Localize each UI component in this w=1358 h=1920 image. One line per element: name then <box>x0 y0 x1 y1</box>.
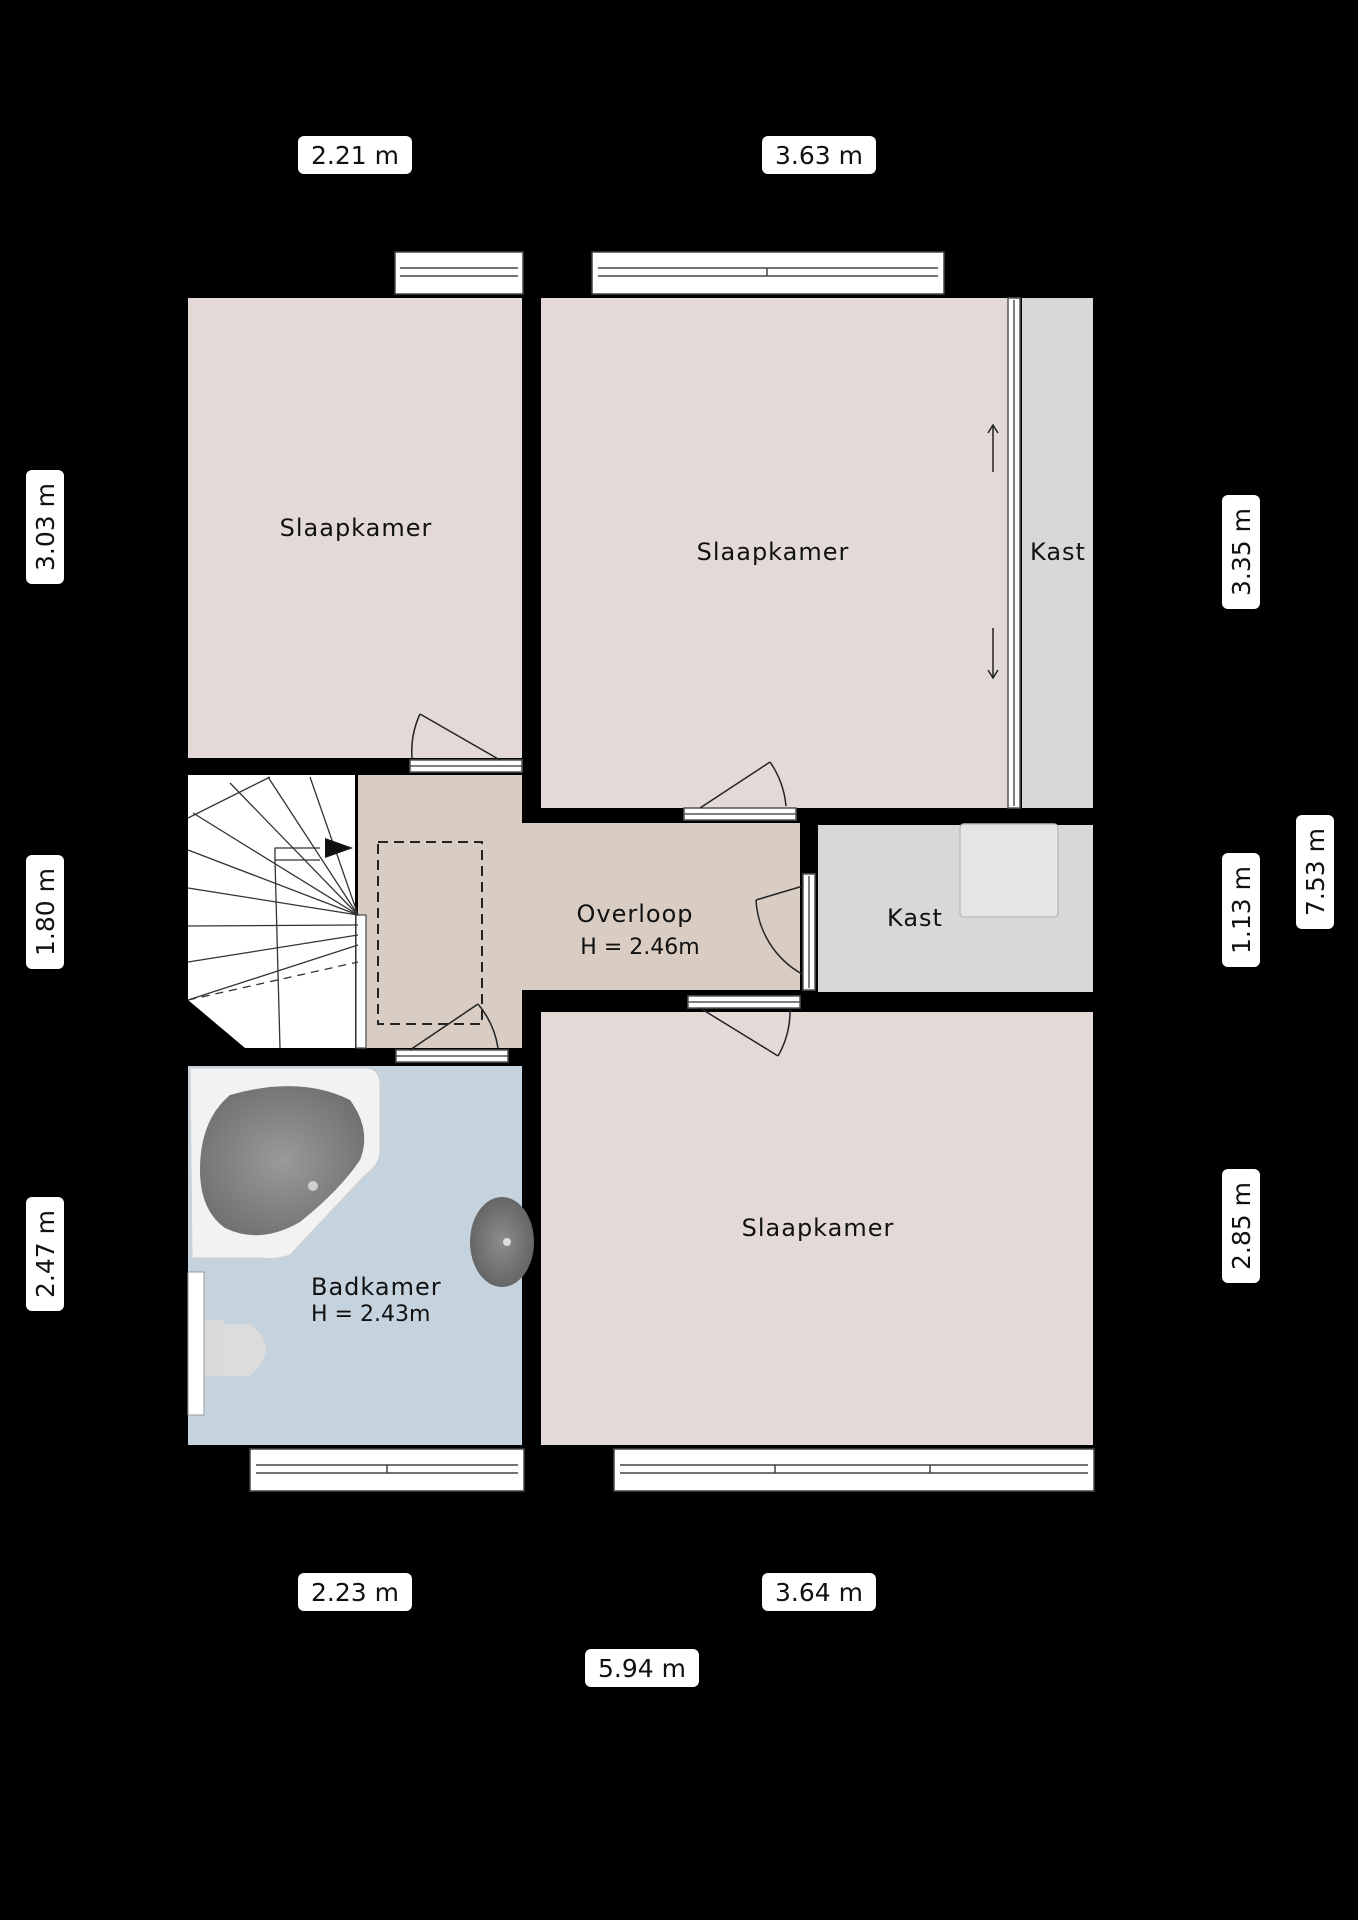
label-bathroom-height: H = 2.43m <box>311 1302 430 1327</box>
door-bathroom <box>395 1003 509 1063</box>
floor-bedroom-bottom-right <box>541 1012 1093 1445</box>
door-bedroom-top-left <box>409 713 523 773</box>
label-closet-middle: Kast <box>887 904 943 932</box>
windows <box>249 251 1095 1492</box>
svg-text:2.21 m: 2.21 m <box>311 141 399 170</box>
dimension-total-height: 7.53 m <box>1296 815 1334 929</box>
svg-text:3.63 m: 3.63 m <box>775 141 863 170</box>
window-bottom-left <box>249 1448 525 1492</box>
sliding-arrow-down-icon <box>987 628 999 680</box>
floor-bedroom-top-left <box>188 298 522 758</box>
label-closet-top-right: Kast <box>1030 538 1086 566</box>
floor-bedroom-top-right <box>541 298 1009 808</box>
dimension-right-bottom-height: 2.85 m <box>1222 1169 1260 1283</box>
closet-shelf-unit <box>959 823 1059 918</box>
svg-text:2.85 m: 2.85 m <box>1227 1182 1256 1270</box>
svg-text:2.23 m: 2.23 m <box>311 1578 399 1607</box>
bathroom-wall-niche <box>187 1271 205 1416</box>
dimension-right-middle-height: 1.13 m <box>1222 853 1260 967</box>
door-closet-middle <box>755 873 816 991</box>
label-bedroom-top-left: Slaapkamer <box>280 514 433 542</box>
dimension-bottom-right-width: 3.64 m <box>762 1573 876 1611</box>
dimension-top-left-width: 2.21 m <box>298 136 412 174</box>
door-bedroom-bottom-right <box>687 995 801 1057</box>
floor-landing <box>358 775 800 1048</box>
svg-text:1.13 m: 1.13 m <box>1227 866 1256 954</box>
label-landing-height: H = 2.46m <box>580 935 699 960</box>
bathtub <box>189 1067 381 1260</box>
window-top-left <box>394 251 524 295</box>
svg-text:3.64 m: 3.64 m <box>775 1578 863 1607</box>
dimension-left-middle-height: 1.80 m <box>26 855 64 969</box>
toilet <box>204 1320 266 1376</box>
svg-text:3.35 m: 3.35 m <box>1227 508 1256 596</box>
room-floors <box>188 298 1093 1445</box>
dimension-left-bottom-height: 2.47 m <box>26 1197 64 1311</box>
label-bedroom-top-right: Slaapkamer <box>697 538 850 566</box>
sink <box>470 1197 534 1287</box>
dimension-right-top-height: 3.35 m <box>1222 495 1260 609</box>
label-landing: Overloop <box>577 900 694 928</box>
svg-text:2.47 m: 2.47 m <box>31 1210 60 1298</box>
window-bottom-right <box>613 1448 1095 1492</box>
floor-stairs <box>188 775 355 1048</box>
sliding-arrow-up-icon <box>987 423 999 472</box>
dimension-left-top-height: 3.03 m <box>26 470 64 584</box>
label-bedroom-bottom-right: Slaapkamer <box>742 1214 895 1242</box>
door-bedroom-top-right <box>683 761 797 821</box>
floor-closet-top-right <box>1022 298 1093 808</box>
doors <box>395 713 816 1063</box>
window-top-right <box>591 251 945 295</box>
dimension-bottom-left-width: 2.23 m <box>298 1573 412 1611</box>
label-bathroom: Badkamer <box>311 1273 442 1301</box>
dimension-total-width: 5.94 m <box>585 1649 699 1687</box>
svg-text:3.03 m: 3.03 m <box>31 483 60 571</box>
staircase <box>187 776 367 1049</box>
stair-direction-arrow-icon <box>325 838 353 858</box>
svg-text:5.94 m: 5.94 m <box>598 1654 686 1683</box>
wardrobe-sliding-door <box>1007 297 1021 809</box>
attic-hatch <box>377 841 483 1025</box>
svg-text:1.80 m: 1.80 m <box>31 868 60 956</box>
dimension-top-right-width: 3.63 m <box>762 136 876 174</box>
svg-text:7.53 m: 7.53 m <box>1301 828 1330 916</box>
